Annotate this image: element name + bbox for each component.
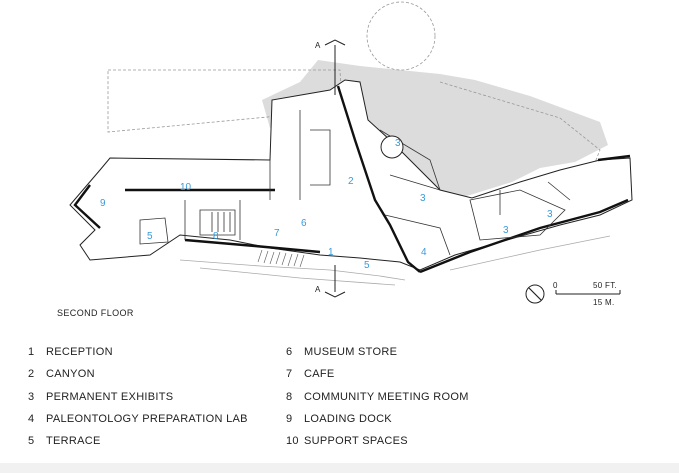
room-label-7: 7 — [274, 228, 280, 239]
building-walls — [69, 79, 633, 271]
legend-left: 1 RECEPTION 2 CANYON 3 PERMANENT EXHIBITS 4… — [28, 346, 328, 457]
room-label-5b: 5 — [364, 260, 370, 271]
room-label-9: 9 — [100, 198, 106, 209]
legend-label: MUSEUM STORE — [304, 346, 398, 358]
legend-label: TERRACE — [46, 435, 101, 448]
legend-number: 8 — [286, 390, 293, 403]
room-label-2: 2 — [348, 176, 354, 187]
legend-label: RECEPTION — [46, 346, 113, 358]
legend-label: PERMANENT EXHIBITS — [46, 390, 174, 403]
room-label-10: 10 — [180, 182, 192, 193]
legend-item: 2 CANYON — [28, 368, 328, 390]
legend-number: 2 — [28, 368, 35, 381]
legend-label: PALEONTOLOGY PREPARATION LAB — [46, 412, 248, 425]
room-label-8: 8 — [213, 231, 219, 242]
legend-label: LOADING DOCK — [304, 412, 392, 425]
legend-label: CAFE — [304, 368, 335, 381]
legend-item: 10 SUPPORT SPACES — [286, 435, 586, 457]
section-arrow-top — [324, 39, 346, 46]
legend-number: 6 — [286, 346, 293, 358]
legend-number: 4 — [28, 412, 35, 425]
room-label-3c: 3 — [503, 225, 509, 236]
legend-item: 9 LOADING DOCK — [286, 413, 586, 435]
legend-item: 1 RECEPTION — [28, 346, 328, 368]
legend-item: 6 MUSEUM STORE — [286, 346, 586, 368]
scale-ft: 50 FT. — [593, 281, 617, 290]
scale-zero: 0 — [553, 281, 558, 290]
scale-bar — [555, 290, 621, 295]
legend-item: 7 CAFE — [286, 368, 586, 390]
room-label-1: 1 — [328, 247, 334, 258]
room-label-3b: 3 — [420, 193, 426, 204]
legend-number: 10 — [286, 435, 299, 448]
footer-band — [0, 463, 679, 473]
room-label-5a: 5 — [147, 231, 153, 242]
legend-item: 3 PERMANENT EXHIBITS — [28, 391, 328, 413]
section-marker-bottom: A — [315, 285, 321, 294]
round-room — [380, 135, 404, 159]
heavy-walls — [73, 85, 631, 274]
legend-item: 5 TERRACE — [28, 435, 328, 457]
room-label-3a: 3 — [395, 138, 401, 149]
legend-label: SUPPORT SPACES — [304, 435, 408, 448]
section-arrow-bottom — [324, 291, 346, 298]
legend-label: COMMUNITY MEETING ROOM — [304, 390, 469, 403]
room-label-4: 4 — [421, 247, 427, 258]
legend-number: 5 — [28, 435, 35, 448]
legend-number: 7 — [286, 368, 293, 381]
legend-number: 1 — [28, 346, 35, 358]
scale-m: 15 M. — [593, 298, 615, 307]
terrace-stairs — [257, 249, 305, 268]
floor-plan: A A 1 2 3 3 3 3 4 5 5 6 7 8 9 10 0 50 FT… — [69, 1, 633, 307]
terrace-edges — [179, 235, 611, 286]
legend-item: 8 COMMUNITY MEETING ROOM — [286, 391, 586, 413]
legend-label: CANYON — [46, 368, 95, 381]
legend-number: 3 — [28, 390, 35, 403]
north-arrow-icon — [525, 284, 545, 304]
room-label-3d: 3 — [547, 209, 553, 220]
legend-item: 4 PALEONTOLOGY PREPARATION LAB — [28, 413, 328, 435]
section-marker-top: A — [315, 41, 321, 50]
room-label-6: 6 — [301, 218, 307, 229]
floor-label: SECOND FLOOR — [57, 308, 134, 318]
legend-number: 9 — [286, 412, 293, 425]
legend-right: 6 MUSEUM STORE 7 CAFE 8 COMMUNITY MEETING R… — [286, 346, 586, 457]
